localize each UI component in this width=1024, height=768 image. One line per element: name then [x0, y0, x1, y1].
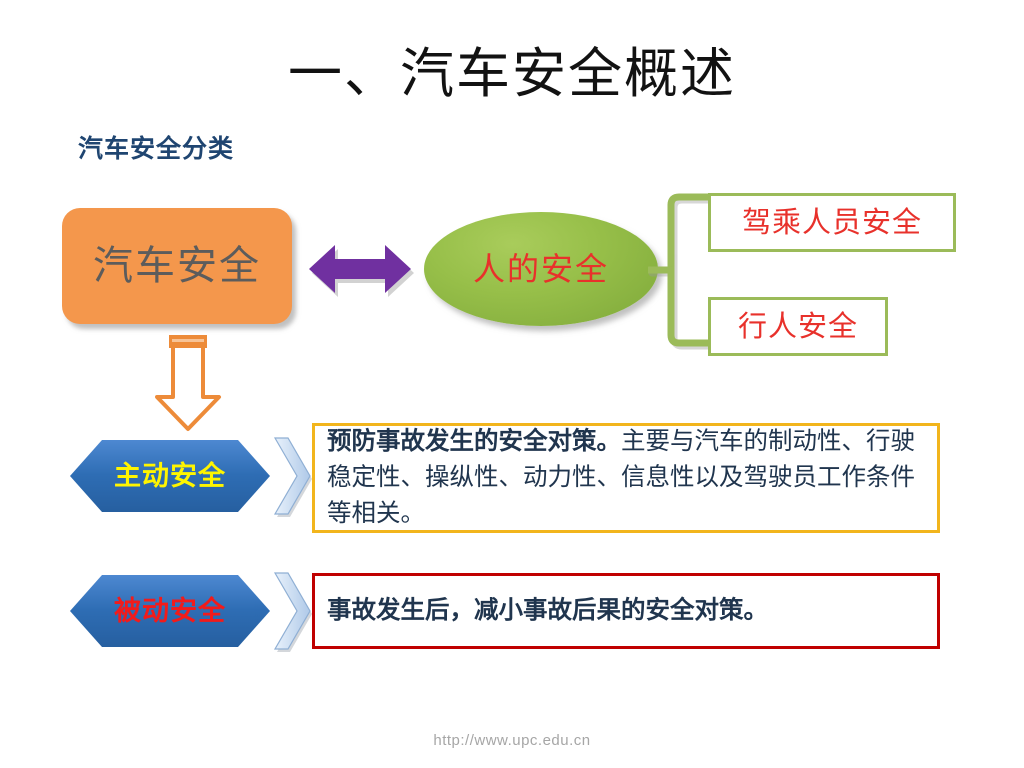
node-human-safety[interactable]: 人的安全 [424, 212, 658, 326]
node-pedestrian-safety[interactable]: 行人安全 [708, 297, 888, 356]
section-subtitle: 汽车安全分类 [78, 135, 235, 163]
node-human-safety-label: 人的安全 [472, 251, 609, 287]
tag-passive-safety-label: 被动安全 [114, 596, 226, 626]
description-passive-safety: 事故发生后，减小事故后果的安全对策。 [312, 573, 940, 649]
description-passive-safety-text: 事故发生后，减小事故后果的安全对策。 [327, 597, 768, 624]
tag-active-safety-label: 主动安全 [114, 461, 226, 491]
chevron-right-icon-passive [272, 569, 314, 653]
down-arrow-icon [143, 334, 233, 434]
node-occupant-safety[interactable]: 驾乘人员安全 [708, 193, 956, 252]
node-car-safety[interactable]: 汽车安全 [62, 208, 292, 324]
description-active-safety-strong: 预防事故发生的安全对策。 [327, 428, 621, 455]
node-occupant-safety-label: 驾乘人员安全 [741, 206, 922, 239]
bidirectional-arrow-icon [306, 240, 414, 298]
description-active-safety: 预防事故发生的安全对策。主要与汽车的制动性、行驶稳定性、操纵性、动力性、信息性以… [312, 423, 940, 533]
chevron-right-icon-active [272, 434, 314, 518]
tag-passive-safety[interactable]: 被动安全 [70, 575, 270, 647]
footer-url[interactable]: http://www.upc.edu.cn [433, 732, 591, 749]
tag-active-safety[interactable]: 主动安全 [70, 440, 270, 512]
node-pedestrian-safety-label: 行人安全 [737, 310, 858, 343]
page-title: 一、汽车安全概述 [288, 44, 736, 104]
description-active-safety-rest: 主要与汽车的制动性、行驶稳定性、操纵性、动力性、信息性以及驾驶员工作条件等相关。 [327, 428, 915, 527]
bracket-connector-icon [645, 186, 740, 352]
node-car-safety-label: 汽车安全 [93, 244, 261, 288]
